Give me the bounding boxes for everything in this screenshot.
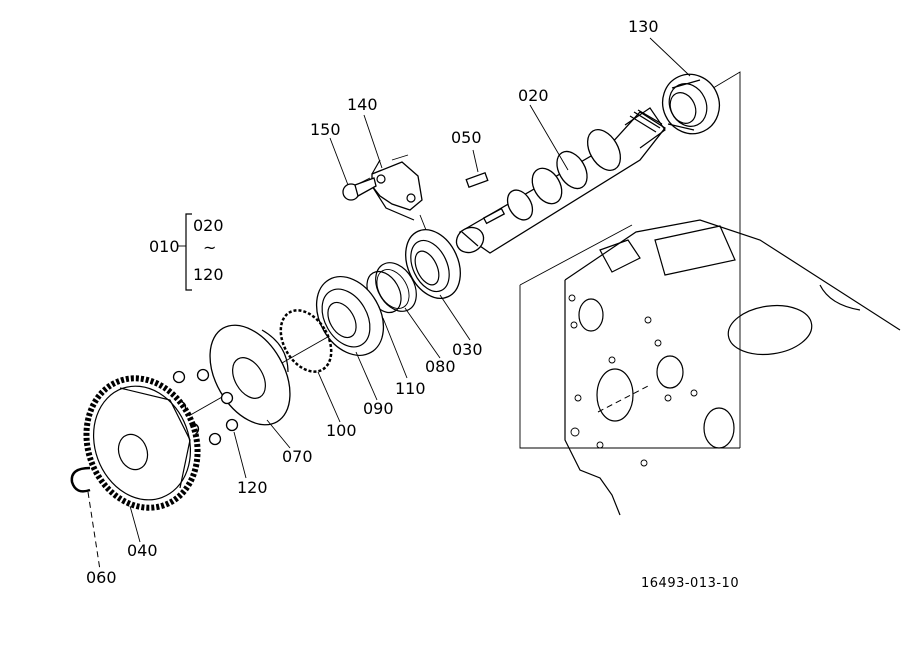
drawing-code: 16493-013-10 bbox=[641, 576, 739, 591]
label-140: 140 bbox=[347, 95, 378, 114]
label-150: 150 bbox=[310, 120, 341, 139]
label-group-sep: ~ bbox=[203, 238, 216, 257]
part-030-bearing bbox=[405, 229, 461, 299]
gear-case-housing bbox=[519, 71, 901, 516]
axis-to-housing bbox=[597, 384, 651, 413]
leader-lines bbox=[129, 37, 691, 543]
part-140-bracket bbox=[371, 154, 427, 231]
group-bracket bbox=[178, 213, 192, 291]
part-040-gear bbox=[83, 375, 201, 511]
part-050-key bbox=[465, 171, 489, 189]
label-030: 030 bbox=[452, 340, 483, 359]
label-110: 110 bbox=[395, 379, 426, 398]
label-040: 040 bbox=[127, 541, 158, 560]
part-090-collar bbox=[315, 276, 385, 356]
label-060: 060 bbox=[86, 568, 117, 587]
label-090: 090 bbox=[363, 399, 394, 418]
label-120: 120 bbox=[237, 478, 268, 497]
part-020-shaft bbox=[455, 107, 666, 254]
label-050: 050 bbox=[451, 128, 482, 147]
label-group-to: 120 bbox=[193, 265, 224, 284]
circlip-leader-dash bbox=[87, 491, 101, 571]
part-150-bolt bbox=[342, 177, 377, 201]
part-100-ball-retainer bbox=[279, 309, 333, 373]
label-070: 070 bbox=[282, 447, 313, 466]
label-080: 080 bbox=[425, 357, 456, 376]
part-070-thrust-plate bbox=[209, 324, 291, 426]
part-130-bearing bbox=[661, 73, 721, 135]
label-group-from: 020 bbox=[193, 216, 224, 235]
label-020: 020 bbox=[518, 86, 549, 105]
label-130: 130 bbox=[628, 17, 659, 36]
label-group-id: 010 bbox=[149, 237, 180, 256]
part-060-circlip bbox=[70, 466, 91, 493]
label-100: 100 bbox=[326, 421, 357, 440]
